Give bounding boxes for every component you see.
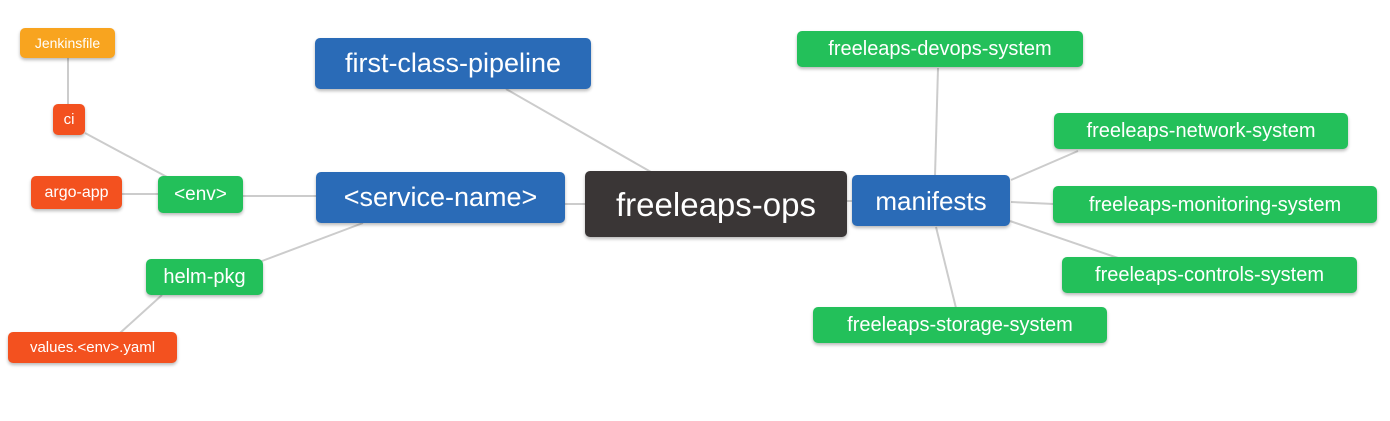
edge-manifests-storage — [935, 226, 957, 309]
node-argo-app[interactable]: argo-app — [31, 176, 122, 209]
edge-manifests-controls — [1009, 220, 1119, 259]
node-service-name[interactable]: <service-name> — [316, 172, 565, 223]
edge-service-name-helm-pkg — [261, 222, 364, 262]
edge-manifests-monitoring — [1010, 201, 1055, 205]
edge-manifests-devops — [934, 67, 939, 177]
node-jenkinsfile[interactable]: Jenkinsfile — [20, 28, 115, 58]
edge-pipeline-ops — [505, 88, 652, 173]
node-first-class-pipeline[interactable]: first-class-pipeline — [315, 38, 591, 89]
node-env[interactable]: <env> — [158, 176, 243, 213]
edge-ci-env — [84, 132, 168, 178]
node-freeleaps-controls-system[interactable]: freeleaps-controls-system — [1062, 257, 1357, 293]
node-helm-pkg[interactable]: helm-pkg — [146, 259, 263, 295]
node-freeleaps-network-system[interactable]: freeleaps-network-system — [1054, 113, 1348, 149]
edge-helm-pkg-values — [119, 294, 163, 334]
edge-manifests-network — [1010, 150, 1079, 181]
node-ci[interactable]: ci — [53, 104, 85, 135]
node-values-env-yaml[interactable]: values.<env>.yaml — [8, 332, 177, 363]
node-freeleaps-devops-system[interactable]: freeleaps-devops-system — [797, 31, 1083, 67]
node-manifests[interactable]: manifests — [852, 175, 1010, 226]
node-freeleaps-monitoring-system[interactable]: freeleaps-monitoring-system — [1053, 186, 1377, 223]
node-freeleaps-ops-root[interactable]: freeleaps-ops — [585, 171, 847, 237]
node-freeleaps-storage-system[interactable]: freeleaps-storage-system — [813, 307, 1107, 343]
